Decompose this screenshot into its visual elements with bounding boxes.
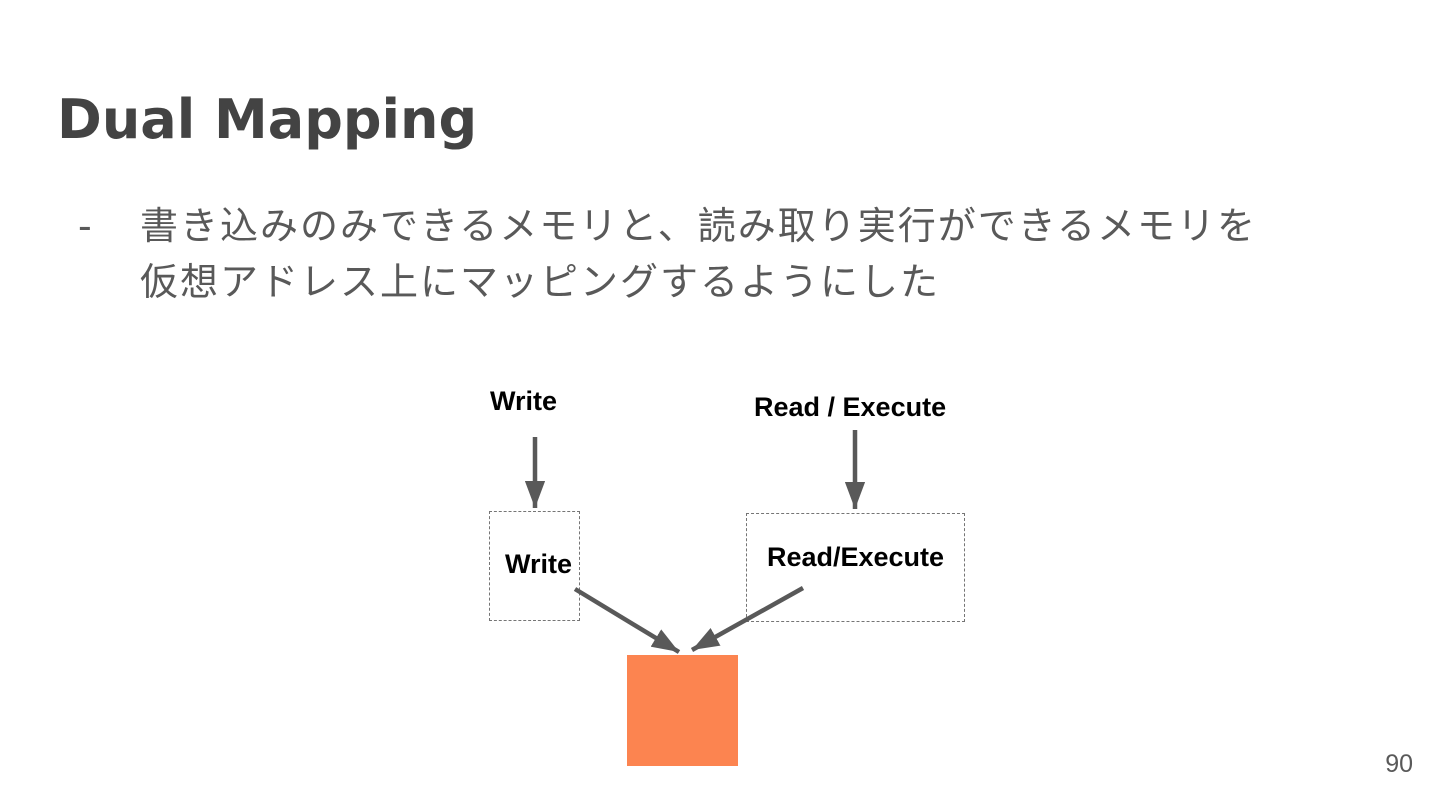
- write-arrow-label: Write: [490, 386, 558, 416]
- write-memory-box: Write: [489, 511, 580, 621]
- read-execute-memory-box: Read/Execute: [746, 513, 965, 622]
- read-execute-arrow-label: Read / Execute: [754, 392, 947, 422]
- read-execute-memory-box-label: Read/Execute: [766, 542, 945, 572]
- bullet-text: 書き込みのみできるメモリと、読み取り実行ができるメモリを 仮想アドレス上にマッピ…: [140, 198, 1257, 310]
- bullet-dash: -: [78, 204, 92, 248]
- page-number: 90: [1385, 750, 1413, 778]
- physical-memory-square: [627, 655, 738, 766]
- bullet-line-2: 仮想アドレス上にマッピングするようにした: [140, 260, 941, 304]
- write-to-memory-arrow: [573, 587, 681, 654]
- bullet-line-1: 書き込みのみできるメモリと、読み取り実行ができるメモリを: [140, 204, 1257, 248]
- write-memory-box-label: Write: [504, 548, 572, 579]
- slide-title: Dual Mapping: [57, 88, 478, 151]
- bullet-item: - 書き込みのみできるメモリと、読み取り実行ができるメモリを 仮想アドレス上にマ…: [78, 198, 1257, 310]
